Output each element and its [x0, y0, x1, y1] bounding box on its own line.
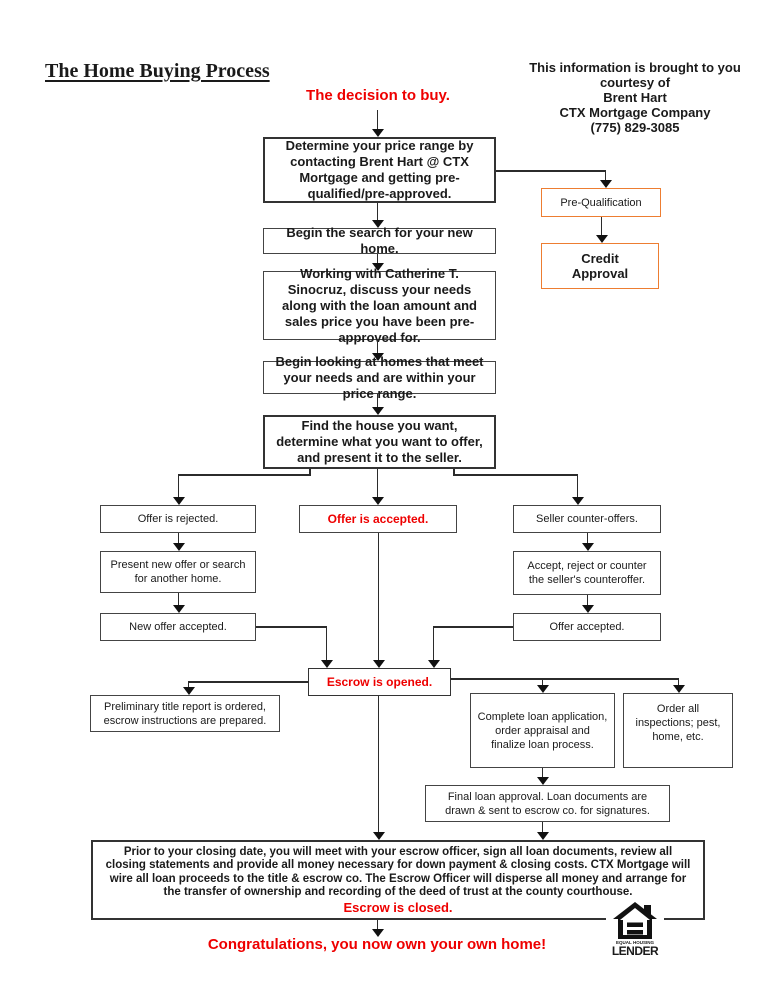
- step-new-offer-accepted: New offer accepted.: [100, 613, 256, 641]
- arrow-down: [599, 170, 612, 188]
- step-offer-accepted: Offer is accepted.: [299, 505, 457, 533]
- arrow-down: [672, 678, 685, 693]
- step-order-inspections: Order all inspections; pest, home, etc.: [623, 693, 733, 768]
- logo-caption-lender: LENDER: [611, 944, 659, 958]
- arrow-down: [320, 626, 333, 668]
- courtesy-info-block: This information is brought to you court…: [506, 60, 764, 135]
- step-preliminary-title: Preliminary title report is ordered, esc…: [90, 695, 280, 732]
- arrow-down: [371, 254, 384, 271]
- logo-caption-equal-housing: EQUAL HOUSING: [616, 940, 654, 945]
- step-credit-approval: Credit Approval: [541, 243, 659, 289]
- closing-text: Prior to your closing date, you will mee…: [105, 845, 691, 899]
- arrow-down: [581, 595, 594, 613]
- courtesy-line: Brent Hart: [603, 90, 667, 105]
- arrow-down: [371, 110, 384, 137]
- step-final-loan-approval: Final loan approval. Loan documents are …: [425, 785, 670, 822]
- arrow-down: [536, 768, 549, 785]
- step-accept-reject-counter: Accept, reject or counter the seller's c…: [513, 551, 661, 595]
- arrow-down: [536, 678, 549, 693]
- arrow-down: [581, 533, 594, 551]
- arrow-down: [372, 533, 385, 668]
- equal-housing-lender-logo: EQUAL HOUSING LENDER: [606, 902, 664, 962]
- credit-approval-line: Credit: [581, 251, 619, 266]
- connector-line: [453, 474, 578, 476]
- step-working-with-agent: Working with Catherine T. Sinocruz, disc…: [263, 266, 496, 345]
- step-pre-qualification: Pre-Qualification: [541, 188, 661, 217]
- connector-line: [256, 626, 326, 628]
- arrow-down: [372, 696, 385, 840]
- courtesy-line: This information is brought to you: [529, 60, 741, 75]
- connector-line: [496, 170, 605, 172]
- step-begin-looking: Begin looking at homes that meet your ne…: [263, 354, 496, 401]
- step-determine-price-range: Determine your price range by contacting…: [263, 137, 496, 203]
- equal-housing-house-icon: [613, 902, 657, 939]
- step-find-house: Find the house you want, determine what …: [263, 415, 496, 469]
- credit-approval-line: Approval: [571, 266, 629, 281]
- arrow-down: [172, 533, 185, 551]
- courtesy-line: (775) 829-3085: [590, 120, 680, 135]
- arrow-down: [371, 394, 384, 415]
- arrow-down: [595, 217, 608, 243]
- courtesy-line: CTX Mortgage Company: [559, 105, 711, 120]
- step-complete-loan-application: Complete loan application, order apprais…: [470, 693, 615, 768]
- arrow-down: [371, 203, 384, 228]
- arrow-down: [371, 920, 384, 937]
- connector-line: [453, 469, 455, 476]
- step-escrow-opened: Escrow is opened.: [308, 668, 451, 696]
- arrow-down: [536, 822, 549, 840]
- arrow-down: [571, 474, 584, 505]
- connector-line: [178, 474, 310, 476]
- congratulations-label: Congratulations, you now own your own ho…: [207, 936, 547, 953]
- step-seller-counter-offers: Seller counter-offers.: [513, 505, 661, 533]
- arrow-down: [427, 626, 440, 668]
- courtesy-line: courtesy of: [599, 75, 671, 90]
- connector-line: [188, 681, 308, 683]
- arrow-down: [371, 340, 384, 361]
- escrow-closed-label: Escrow is closed.: [343, 899, 453, 915]
- arrow-down: [371, 469, 384, 505]
- connector-line: [451, 678, 679, 680]
- step-begin-search: Begin the search for your new home.: [263, 225, 496, 256]
- arrow-down: [172, 474, 185, 505]
- step-closing: Prior to your closing date, you will mee…: [91, 840, 705, 920]
- step-counter-offer-accepted: Offer accepted.: [513, 613, 661, 641]
- step-offer-rejected: Offer is rejected.: [100, 505, 256, 533]
- decision-to-buy-label: The decision to buy.: [306, 87, 450, 104]
- arrow-down: [172, 593, 185, 613]
- connector-line: [433, 626, 513, 628]
- connector-line: [309, 469, 311, 476]
- step-present-new-offer: Present new offer or search for another …: [100, 551, 256, 593]
- page-title: The Home Buying Process: [45, 60, 270, 82]
- arrow-down: [182, 681, 195, 695]
